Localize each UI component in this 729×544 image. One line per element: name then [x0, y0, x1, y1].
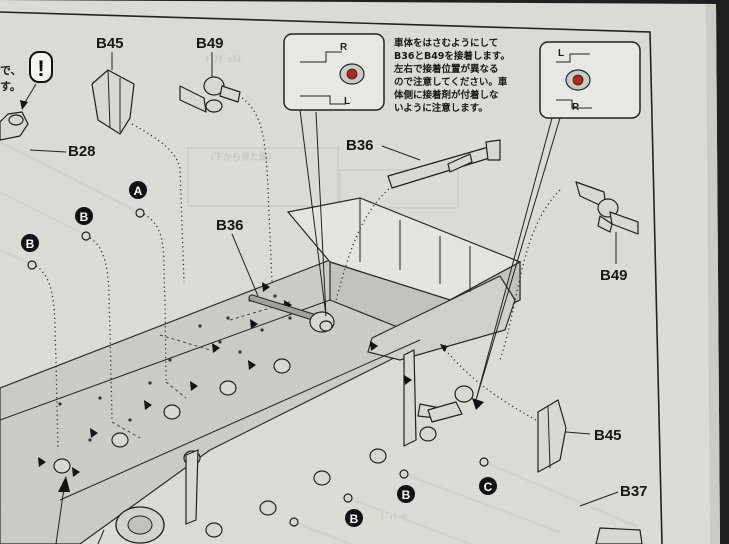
b45-right-guide — [441, 345, 537, 421]
badge-b-4-text: B — [350, 512, 359, 526]
b36-right-guide — [335, 185, 393, 301]
inset-right-mark-2: R — [572, 102, 580, 113]
badge-b-2-text: B — [26, 237, 35, 251]
b45-right-part — [537, 399, 567, 473]
label-b49-top: B49 — [196, 35, 224, 52]
note-line-1: 車体をはさむようにして — [394, 37, 498, 49]
badge-b-3: B — [397, 485, 415, 503]
svg-text:ｷﾞｱﾎﾞｯｸｽ: ｷﾞｱﾎﾞｯｸｽ — [205, 54, 242, 65]
label-b36-mid: B36 — [216, 217, 244, 234]
b49-top-part — [179, 76, 241, 113]
label-b28: B28 — [68, 143, 96, 160]
note-line-2: B36とB49を接着します。 — [394, 50, 510, 62]
inset-left: R L — [283, 33, 385, 111]
note-line-6: いように注意します。 — [394, 102, 488, 114]
guide-dash-3 — [159, 301, 291, 351]
badge-a: A — [129, 181, 147, 199]
ghost-print: ｷﾞｱﾎﾞｯｸｽ （下から見た図） ﾃﾞｨﾃｰﾙ — [187, 54, 459, 523]
inset-right-pointer — [475, 117, 561, 401]
b36-right-part — [387, 139, 501, 189]
inset-right: L R — [539, 41, 641, 119]
caution-icon: ! — [29, 51, 53, 83]
paper-edge-shadow — [706, 4, 720, 544]
top-left-text-line-1: で、 — [0, 64, 22, 77]
bottom-arrow — [55, 487, 65, 544]
label-b37: B37 — [620, 483, 648, 500]
inset-left-mark-1: R — [340, 42, 348, 53]
svg-text:（下から見た図）: （下から見た図） — [205, 152, 277, 163]
label-b45-right: B45 — [594, 427, 622, 444]
badge-b-2: B — [21, 234, 39, 252]
instruction-note: 車体をはさむようにして B36とB49を接着します。 左右で接着位置が異なる の… — [393, 37, 513, 114]
badge-b-1: B — [75, 207, 93, 225]
inset-left-mark-2: L — [344, 96, 350, 107]
b49-right-part — [575, 181, 639, 235]
inset-right-mark-1: L — [558, 48, 564, 59]
badge-c-text: C — [484, 480, 493, 494]
step-frame — [0, 11, 663, 544]
caution-leader — [23, 83, 37, 105]
badge-a-text: A — [134, 184, 143, 198]
svg-text:ﾃﾞｨﾃｰﾙ: ﾃﾞｨﾃｰﾙ — [380, 512, 408, 523]
note-line-4: ので注意してください。車 — [394, 76, 508, 88]
label-b49-right: B49 — [600, 267, 628, 284]
inset-left-pointer — [299, 109, 327, 317]
badge-c: C — [479, 477, 497, 495]
top-left-text-line-2: す。 — [0, 80, 21, 93]
caution-mark: ! — [37, 56, 44, 81]
top-left-text: で、 す。 — [0, 64, 25, 93]
road-wheel-arms — [53, 358, 437, 538]
label-b45-top: B45 — [96, 35, 124, 52]
hull-fender — [367, 275, 516, 361]
note-line-3: 左右で接着位置が異なる — [393, 63, 499, 75]
bottom-arrowhead — [58, 476, 70, 492]
guide-dash-1 — [165, 381, 187, 399]
b37-rods — [289, 457, 643, 544]
b28-bracket — [0, 111, 29, 141]
b36-mounted — [248, 294, 335, 333]
caution-arrowhead — [20, 100, 28, 110]
b45-right-arrowhead — [440, 344, 448, 352]
guide-dash-2 — [111, 421, 141, 439]
badge-b-4: B — [345, 509, 363, 527]
badge-b-1-text: B — [80, 210, 89, 224]
badge-b-3-text: B — [402, 488, 411, 502]
b49-mounted — [427, 385, 484, 423]
insert-arrows — [38, 282, 412, 477]
label-b36-top: B36 — [346, 137, 374, 154]
torsion-struts — [185, 349, 441, 525]
suspension-rods — [0, 141, 167, 451]
note-line-5: 体側に接着剤が付着しな — [394, 89, 499, 101]
hull — [0, 197, 522, 544]
b45-top-part — [91, 69, 135, 135]
b45-top-guide — [131, 123, 185, 283]
